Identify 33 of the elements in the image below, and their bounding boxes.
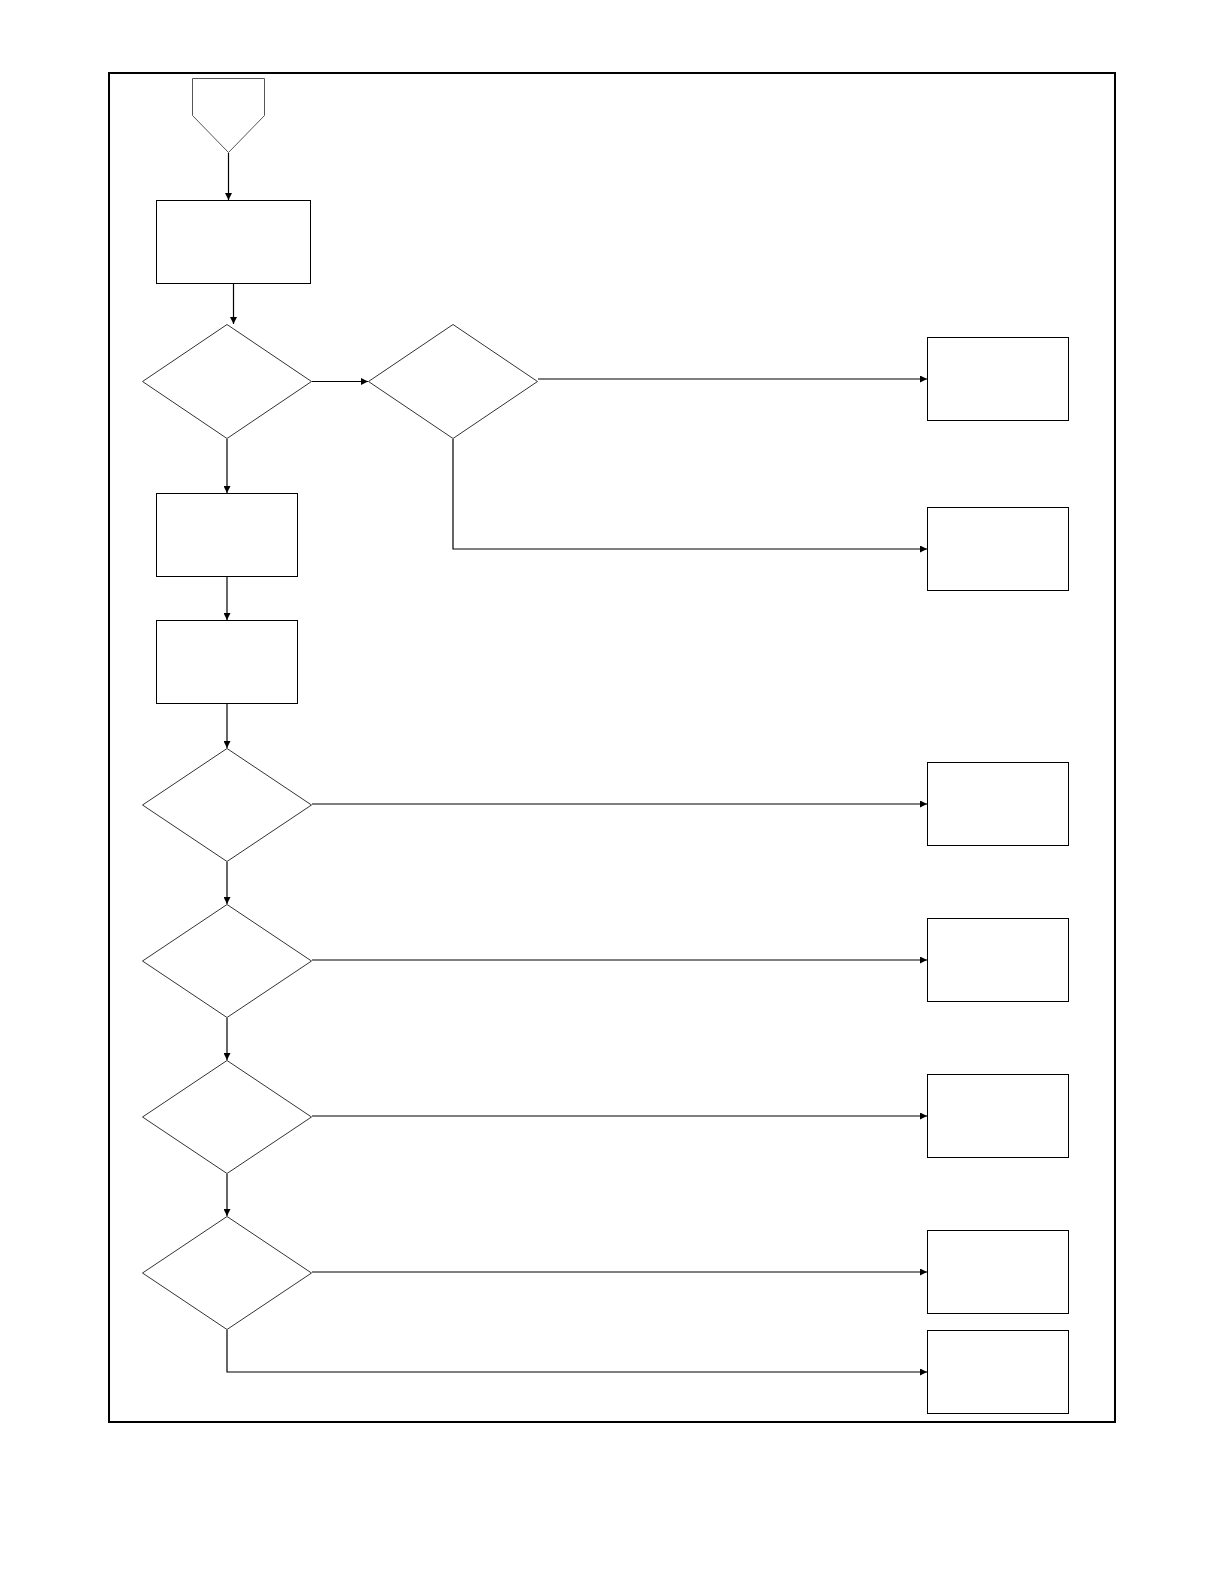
decision-diamond [142,1060,312,1174]
arrow [311,1112,928,1120]
process-box [927,507,1069,591]
arrow [223,1017,231,1061]
process-box [156,200,311,284]
process-box [927,1074,1069,1158]
process-box [927,1330,1069,1414]
arrow [223,576,231,621]
decision-diamond [142,1216,312,1330]
decision-diamond [368,324,538,439]
arrow [311,956,928,964]
arrow [311,378,369,385]
decision-diamond [142,748,312,862]
process-box [156,620,298,704]
arrow [230,283,237,325]
decision-diamond [142,904,312,1018]
arrow [223,1173,231,1217]
arrow [311,1268,928,1276]
process-box [156,493,298,577]
arrow [225,152,232,201]
arrow [223,861,231,905]
arrow [311,800,928,808]
process-box [927,918,1069,1002]
process-box [927,337,1069,421]
arrow [226,1329,928,1376]
decision-diamond [142,324,312,439]
arrow [452,438,928,553]
arrow [223,703,231,749]
process-box [927,762,1069,846]
arrow [537,375,928,383]
arrow [223,438,231,494]
off-page-connector [192,78,265,153]
process-box [927,1230,1069,1314]
